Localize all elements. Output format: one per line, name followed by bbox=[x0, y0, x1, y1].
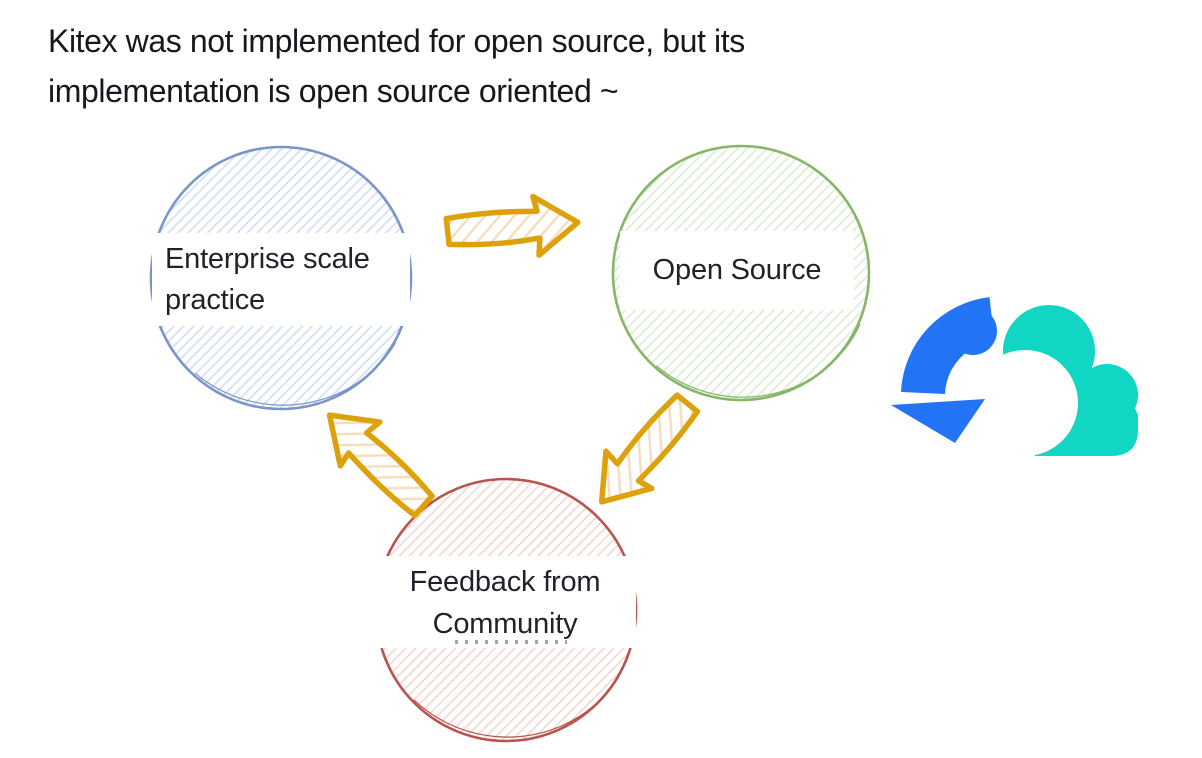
clipped-text-artifact bbox=[455, 640, 567, 644]
arrow-opensource-to-community bbox=[579, 383, 709, 521]
arrow-enterprise-to-opensource bbox=[445, 193, 580, 261]
cloud-logo bbox=[891, 297, 1138, 456]
slide-title-line-2: implementation is open source oriented ~ bbox=[48, 73, 619, 109]
node-label-enterprise: Enterprise scale practice bbox=[152, 233, 410, 326]
cloud-logo-arrow-head bbox=[891, 399, 985, 443]
cloud-logo-negative-space bbox=[972, 350, 1078, 456]
arrow-community-to-enterprise bbox=[309, 394, 444, 527]
node-label-community: Feedback from Community bbox=[374, 556, 636, 648]
slide-title: Kitex was not implemented for open sourc… bbox=[48, 16, 1168, 116]
cloud-logo-arrow-arc bbox=[901, 297, 996, 395]
node-label-open-source: Open Source bbox=[620, 231, 854, 310]
slide-title-line-1: Kitex was not implemented for open sourc… bbox=[48, 23, 745, 59]
